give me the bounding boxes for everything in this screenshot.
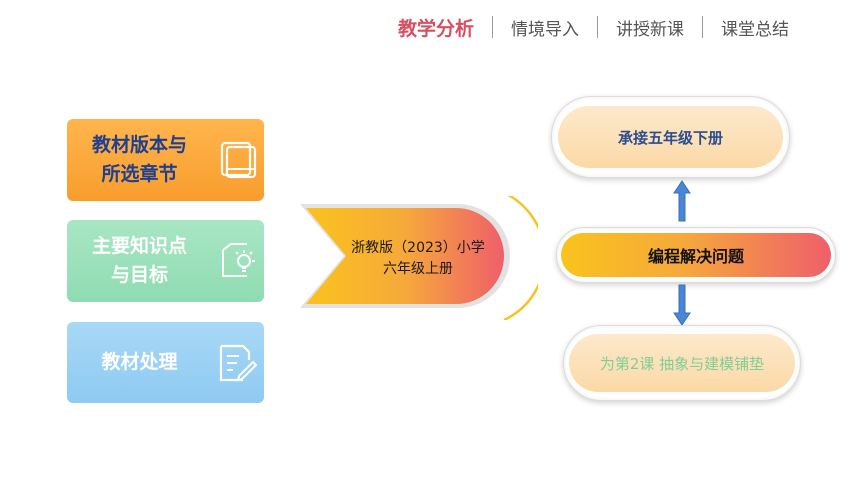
nav-tab-summary[interactable]: 课堂总结 [721,19,790,40]
card-knowledge-goals[interactable]: 主要知识点 与目标 [67,220,264,302]
flow-pill-programming-label: 编程解决问题 [561,233,831,277]
card-textbook-version-label: 教材版本与 所选章节 [91,134,187,185]
card-textbook-version[interactable]: 教材版本与 所选章节 [67,119,264,201]
card-knowledge-goals-label: 主要知识点 与目标 [91,235,187,286]
nav-tab-teaching-analysis[interactable]: 教学分析 [398,17,475,40]
lightbulb-icon [212,240,264,282]
top-nav: 教学分析 情境导入 讲授新课 课堂总结 [398,14,789,40]
flow-pill-next-lesson: 为第2课 抽象与建模铺垫 [563,325,801,401]
book-icon [212,139,264,181]
flow-pill-next-lesson-label: 为第2课 抽象与建模铺垫 [569,334,795,392]
center-arrow-shape [300,196,538,320]
flow-pill-programming: 编程解决问题 [556,227,836,283]
center-edition-arrow: 浙教版（2023）小学 六年级上册 [298,196,538,320]
nav-tab-new-lesson[interactable]: 讲授新课 [616,19,685,40]
nav-divider [597,16,599,38]
card-textbook-processing-label: 教材处理 [101,351,178,373]
card-textbook-processing[interactable]: 教材处理 [67,322,264,403]
flow-pill-previous-grade-label: 承接五年级下册 [558,106,783,168]
nav-divider [702,16,704,38]
nav-divider [492,16,494,38]
flow-pill-previous-grade: 承接五年级下册 [551,96,790,178]
document-edit-icon [212,342,264,384]
center-edition-text: 浙教版（2023）小学 六年级上册 [351,240,485,277]
arrow-down-icon [673,284,691,326]
nav-tab-situation-intro[interactable]: 情境导入 [511,19,580,40]
arrow-up-icon [673,180,691,222]
